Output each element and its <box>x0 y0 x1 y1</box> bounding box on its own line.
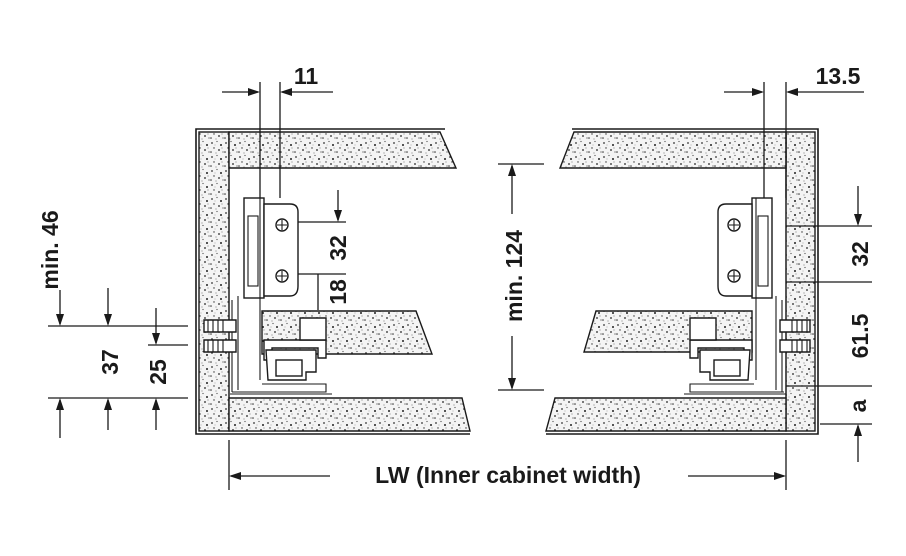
dimension-a: a <box>845 399 871 412</box>
right-cabinet <box>545 128 819 435</box>
left-cabinet-outline <box>195 128 470 435</box>
left-top-panel <box>228 131 458 169</box>
left-bottom-panel <box>228 397 471 432</box>
dimension-min-46: min. 46 <box>37 210 63 289</box>
dimension-32-right: 32 <box>847 241 873 267</box>
right-bottom-panel <box>545 397 787 432</box>
dimension-32-left: 32 <box>325 235 351 261</box>
dimension-lines <box>48 82 872 490</box>
dimension-min-124: min. 124 <box>501 230 527 322</box>
dimension-37: 37 <box>97 349 123 375</box>
dimension-18: 18 <box>325 279 351 305</box>
dimension-11: 11 <box>294 63 319 89</box>
dimension-13-5: 13.5 <box>816 63 861 89</box>
right-drawer-profile <box>684 197 811 395</box>
right-cabinet-outline <box>546 128 819 435</box>
left-side-panel <box>198 131 230 432</box>
inner-cabinet-width-label: LW (Inner cabinet width) <box>375 462 641 488</box>
left-drawer-profile <box>203 197 332 395</box>
dimension-61-5: 61.5 <box>847 313 873 358</box>
right-top-panel <box>558 131 787 169</box>
dimension-25: 25 <box>145 359 171 385</box>
